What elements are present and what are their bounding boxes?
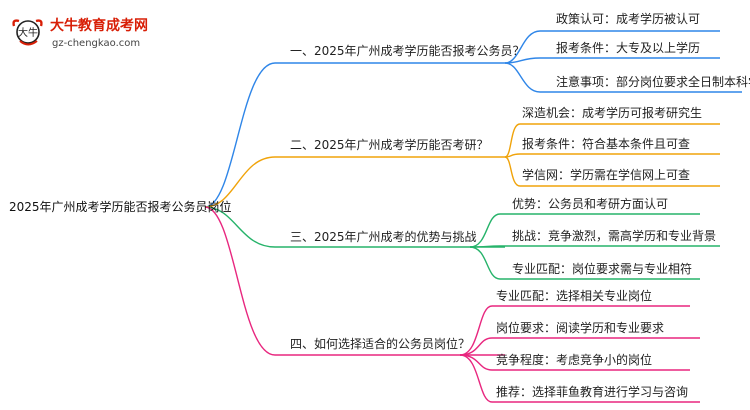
- b2-child-3: 学信网：学历需在学信网上可查: [522, 168, 691, 182]
- edge-b1-c3: [504, 62, 742, 93]
- branch-1-label: 一、2025年广州成考学历能否报考公务员？: [290, 44, 525, 58]
- edge-root-b1: [204, 62, 505, 208]
- edge-b1-c2: [504, 57, 720, 64]
- edge-root-b2: [204, 156, 505, 208]
- b3-child-3: 专业匹配：岗位要求需与专业相符: [512, 262, 693, 276]
- branch-3-label: 三、2025年广州成考的优势与挑战: [290, 230, 477, 244]
- edge-b1-c1: [504, 30, 720, 64]
- b3-child-2: 挑战：竞争激烈，需高学历和专业背景: [512, 229, 717, 243]
- edge-b2-c2: [504, 153, 720, 158]
- edge-b3-c2: [469, 245, 720, 248]
- b4-child-2: 岗位要求：阅读学历和专业要求: [496, 321, 665, 335]
- edge-root-b4: [204, 206, 505, 356]
- edge-b4-c1: [459, 305, 690, 356]
- edge-b3-c1: [469, 213, 700, 248]
- edge-b4-c3: [459, 354, 690, 371]
- edge-b2-c3: [504, 156, 720, 187]
- branch-2-label: 二、2025年广州成考学历能否考研？: [290, 138, 489, 152]
- logo-mark-text: 大牛: [18, 26, 38, 39]
- b4-child-1: 专业匹配：选择相关专业岗位: [496, 289, 653, 303]
- b1-child-3: 注意事项：部分岗位要求全日制本科学历: [556, 75, 750, 89]
- edge-b4-c4: [459, 354, 700, 403]
- logo-url: gz-chengkao.com: [52, 38, 141, 49]
- branch-4-label: 四、如何选择适合的公务员岗位？: [290, 337, 471, 351]
- b2-child-1: 深造机会：成考学历可报考研究生: [522, 106, 703, 120]
- bull-logo-icon: 大牛: [12, 19, 43, 46]
- b4-child-3: 竞争程度：考虑竞争小的岗位: [496, 353, 653, 367]
- b4-child-4: 推荐：选择菲鱼教育进行学习与咨询: [496, 385, 689, 399]
- site-logo[interactable]: 大牛 大牛教育成考网 gz-chengkao.com: [8, 14, 168, 54]
- b2-child-2: 报考条件：符合基本条件且可查: [522, 137, 691, 151]
- b1-child-2: 报考条件：大专及以上学历: [556, 41, 701, 55]
- b1-child-1: 政策认可：成考学历被认可: [556, 12, 701, 26]
- edge-b2-c1: [504, 123, 720, 158]
- b3-child-1: 优势：公务员和考研方面认可: [512, 197, 669, 211]
- edge-b3-c3: [469, 246, 700, 280]
- edge-root-b3: [204, 206, 505, 248]
- logo-name: 大牛教育成考网: [50, 18, 148, 34]
- root-topic: 2025年广州成考学历能否报考公务员岗位: [9, 200, 232, 214]
- edge-b4-c2: [459, 337, 700, 356]
